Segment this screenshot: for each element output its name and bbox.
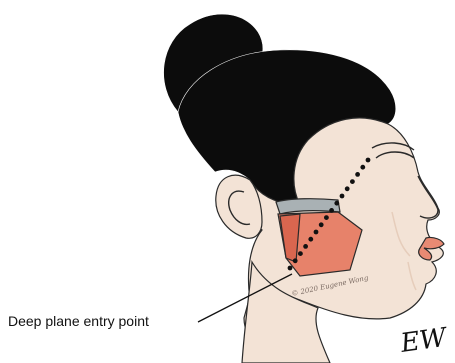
entry-dot xyxy=(345,186,350,191)
entry-dot xyxy=(293,258,298,263)
entry-dot xyxy=(288,266,293,271)
entry-dot xyxy=(308,237,313,242)
artist-signature: EW xyxy=(398,323,451,360)
entry-dot xyxy=(303,244,308,249)
entry-dot xyxy=(324,215,329,220)
entry-dot xyxy=(355,172,360,177)
deep-plane-entry-label: Deep plane entry point xyxy=(8,313,149,329)
entry-dot xyxy=(314,230,319,235)
entry-dot xyxy=(350,179,355,184)
entry-dot xyxy=(366,158,371,163)
entry-dot xyxy=(298,251,303,256)
entry-dot xyxy=(319,222,324,227)
entry-dot xyxy=(329,208,334,213)
entry-dot xyxy=(360,165,365,170)
entry-dot xyxy=(340,194,345,199)
entry-dot xyxy=(334,201,339,206)
